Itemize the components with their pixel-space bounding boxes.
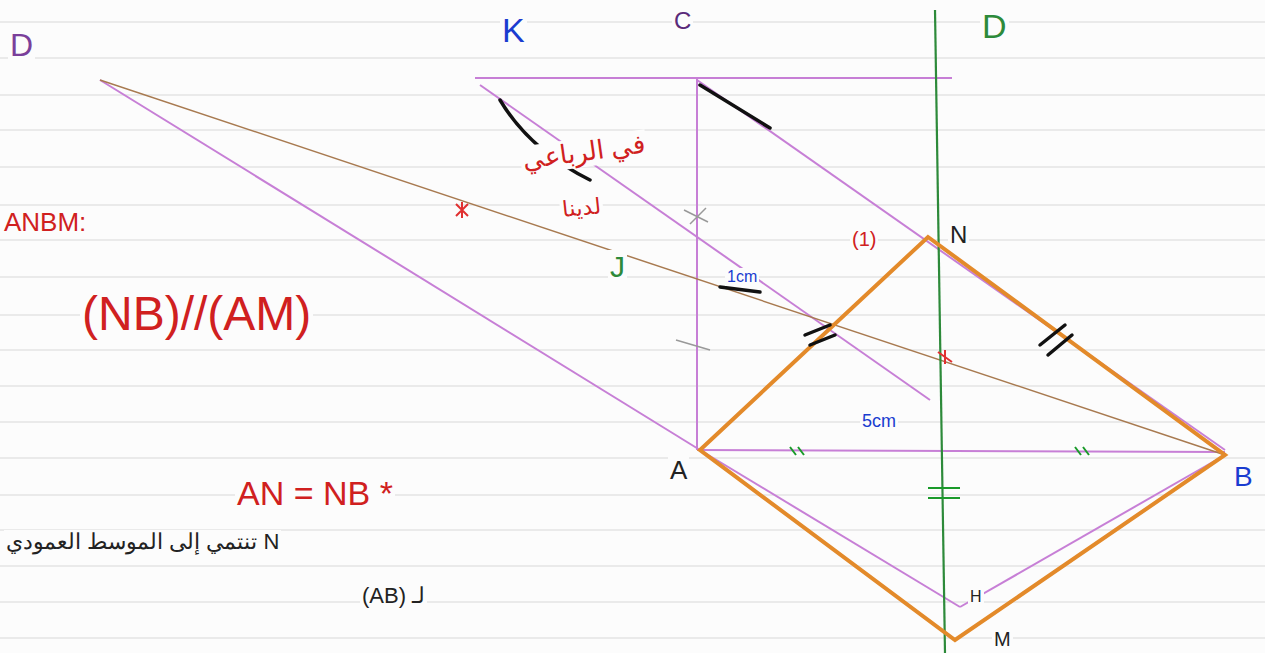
- equal-marks: [500, 85, 1072, 355]
- point-name: A: [668, 456, 689, 485]
- point-name: D: [8, 28, 35, 63]
- star-marks: [456, 202, 952, 364]
- point-name: N: [948, 222, 969, 248]
- point-name: B: [1232, 462, 1255, 493]
- note-text: (NB)//(AM): [80, 288, 313, 341]
- quadrilateral-ANBM: [700, 237, 1225, 640]
- point-name: K: [500, 12, 527, 49]
- tick-marks: [790, 447, 1089, 498]
- point-name: D: [980, 8, 1009, 45]
- dimension: 5cm: [860, 412, 898, 432]
- ruled-lines: [0, 22, 1265, 638]
- note-text: في الرباعي: [519, 129, 649, 175]
- point-name: M: [992, 628, 1013, 650]
- dimension: 1cm: [725, 268, 759, 286]
- point-name: J: [608, 250, 627, 283]
- note-text: ANBM:: [2, 208, 88, 237]
- line-DB: [100, 80, 1225, 455]
- construction-lines: [100, 78, 1225, 607]
- perpendicular-bisector: [935, 10, 945, 653]
- point-name: H: [968, 588, 984, 606]
- cross-marks: [676, 208, 710, 350]
- note-text: لـ (AB): [360, 584, 427, 608]
- callout-number: (1): [850, 228, 878, 250]
- note-text: لدينا: [559, 194, 604, 223]
- note-text: AN = NB *: [235, 475, 395, 512]
- point-name: C: [672, 8, 693, 34]
- note-text: N تنتمي إلى الموسط العمودي: [4, 530, 281, 554]
